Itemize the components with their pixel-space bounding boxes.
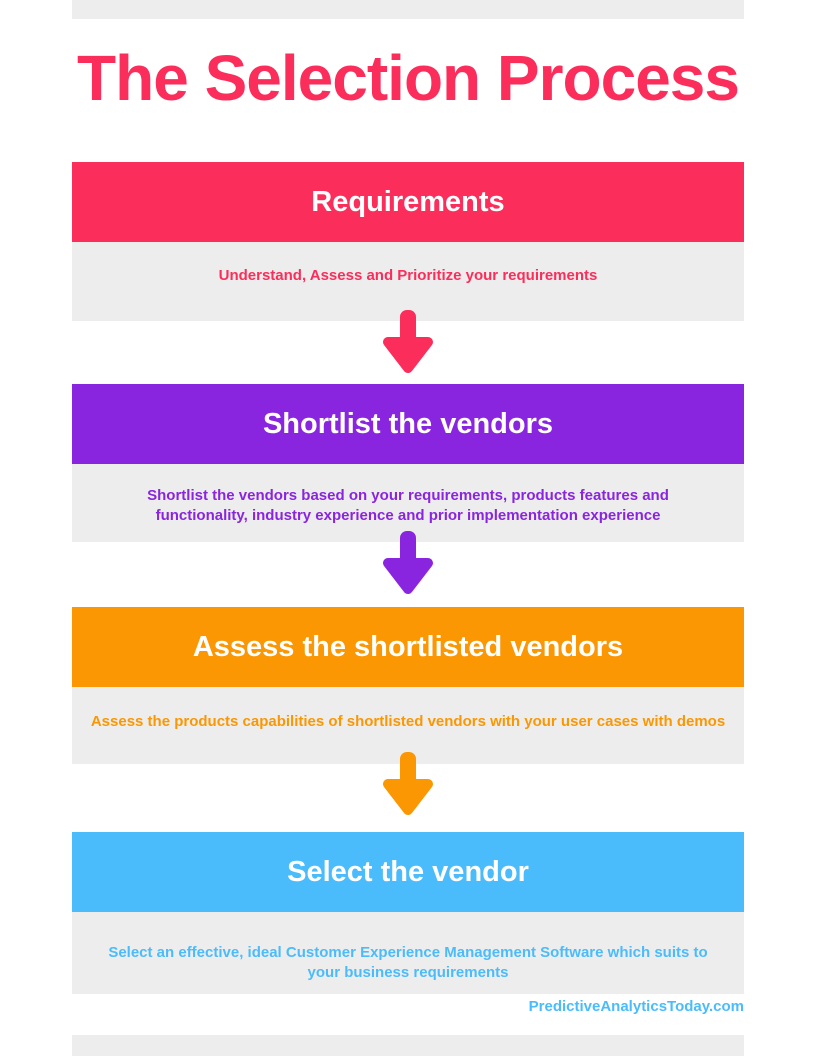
step-description-panel: Shortlist the vendors based on your requ… xyxy=(72,464,744,542)
step-title: Select the vendor xyxy=(287,855,529,888)
down-arrow-icon xyxy=(380,310,436,376)
step-description-panel: Select an effective, ideal Customer Expe… xyxy=(72,912,744,994)
step-description-panel: Assess the products capabilities of shor… xyxy=(72,687,744,764)
step-banner: Shortlist the vendors xyxy=(72,384,744,464)
step-description: Assess the products capabilities of shor… xyxy=(90,713,726,730)
step-banner: Select the vendor xyxy=(72,832,744,912)
page-title: The Selection Process xyxy=(77,42,740,114)
down-arrow-icon xyxy=(380,531,436,597)
down-arrow-icon xyxy=(383,752,433,815)
footer-brand: PredictiveAnalyticsToday.com xyxy=(528,998,744,1015)
step-title: Requirements xyxy=(311,185,505,218)
step-banner: Assess the shortlisted vendors xyxy=(72,607,744,687)
step-title: Assess the shortlisted vendors xyxy=(192,630,624,663)
step-title: Shortlist the vendors xyxy=(262,407,554,440)
down-arrow-icon xyxy=(383,531,433,594)
bottom-divider-bar xyxy=(72,1035,744,1056)
step-description-panel: Understand, Assess and Prioritize your r… xyxy=(72,242,744,321)
down-arrow-icon xyxy=(380,752,436,818)
step-banner: Requirements xyxy=(72,162,744,242)
step-description: Shortlist the vendors based on your requ… xyxy=(147,487,669,524)
step-description: Select an effective, ideal Customer Expe… xyxy=(108,944,708,981)
step-description: Understand, Assess and Prioritize your r… xyxy=(218,267,598,284)
top-divider-bar xyxy=(72,0,744,19)
down-arrow-icon xyxy=(383,310,433,373)
